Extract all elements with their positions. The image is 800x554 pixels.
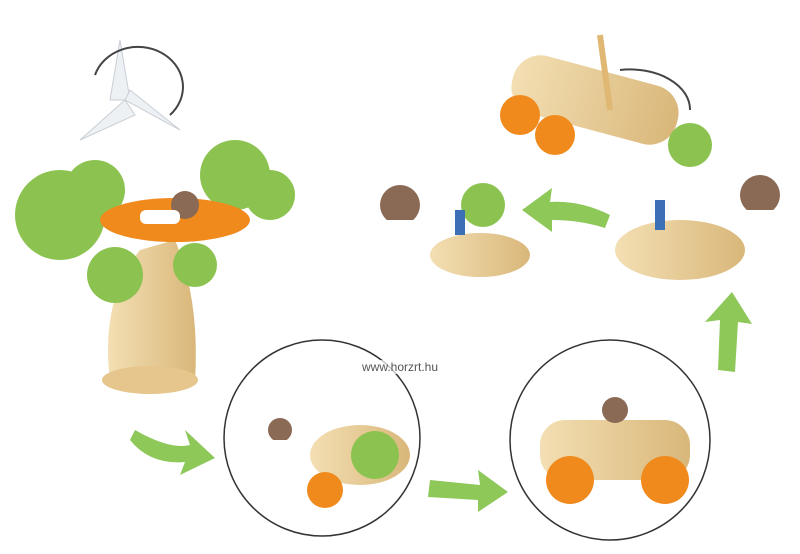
scene-circle-charging — [223, 339, 421, 537]
arrow-icon — [705, 292, 752, 372]
tree-scene — [15, 39, 295, 394]
arrow-icon — [522, 188, 610, 232]
rotation-arrow-icon — [94, 45, 184, 116]
planting-scene — [615, 123, 780, 280]
grown-tree-scene — [380, 183, 530, 277]
watermark-text: www.horzrt.hu — [360, 360, 441, 374]
arrow-icon — [130, 430, 215, 475]
wind-turbine-icon — [79, 39, 181, 141]
car-top-right — [500, 34, 692, 155]
leaves-icon — [15, 140, 295, 303]
flow-arrows — [130, 188, 752, 512]
scene-circle-car — [509, 339, 711, 541]
arrow-icon — [428, 470, 508, 512]
